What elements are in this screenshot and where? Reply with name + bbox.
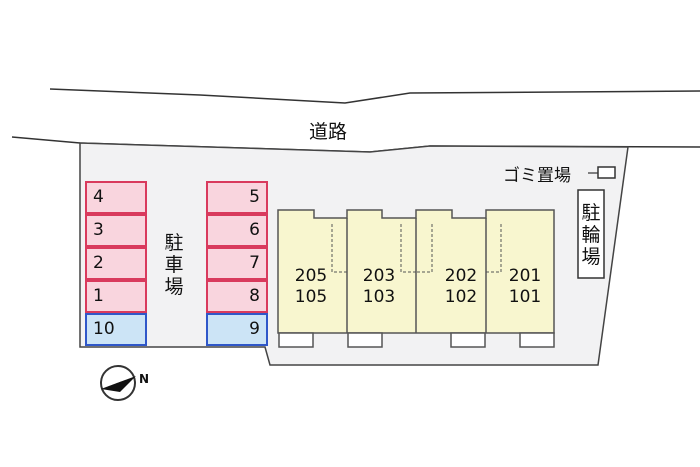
unit-lower-number: 102 xyxy=(444,287,478,307)
bicycle-label: 駐輪場 xyxy=(581,202,601,268)
bicycle-area xyxy=(577,189,605,279)
parking-space: 7 xyxy=(206,247,268,280)
unit-upper-number: 201 xyxy=(508,266,542,286)
road-edge-north xyxy=(49,88,700,104)
parking-space: 8 xyxy=(206,280,268,313)
unit-lower-number: 101 xyxy=(508,287,542,307)
parking-label: 駐車場 xyxy=(164,232,184,298)
parking-space: 2 xyxy=(85,247,147,280)
unit-label-202-102: 202 102 xyxy=(426,266,496,308)
parking-space: 5 xyxy=(206,181,268,214)
compass-needle-icon xyxy=(101,376,136,392)
unit-upper-number: 202 xyxy=(444,266,478,286)
stair-line xyxy=(400,224,416,273)
entrance-step xyxy=(519,332,555,348)
parking-space: 6 xyxy=(206,214,268,247)
stair-line xyxy=(416,224,433,273)
unit-lower-number: 105 xyxy=(294,287,328,307)
parking-space: 1 xyxy=(85,280,147,313)
parking-space: 3 xyxy=(85,214,147,247)
unit-label-203-103: 203 103 xyxy=(344,266,414,308)
garbage-box xyxy=(597,166,616,179)
compass-north-label: N xyxy=(139,372,150,386)
unit-lower-number: 103 xyxy=(362,287,396,307)
parking-space: 4 xyxy=(85,181,147,214)
unit-upper-number: 203 xyxy=(362,266,396,286)
stair-line xyxy=(331,224,347,273)
parking-space: 10 xyxy=(85,313,147,346)
stair-line xyxy=(486,224,502,273)
garbage-label: ゴミ置場 xyxy=(503,166,571,186)
entrance-step xyxy=(450,332,486,348)
unit-label-205-105: 205 105 xyxy=(276,266,346,308)
unit-upper-number: 205 xyxy=(294,266,328,286)
unit-label-201-101: 201 101 xyxy=(490,266,560,308)
entrance-step xyxy=(278,332,314,348)
entrance-step xyxy=(347,332,383,348)
road-label: 道路 xyxy=(309,121,348,143)
parking-space: 9 xyxy=(206,313,268,346)
